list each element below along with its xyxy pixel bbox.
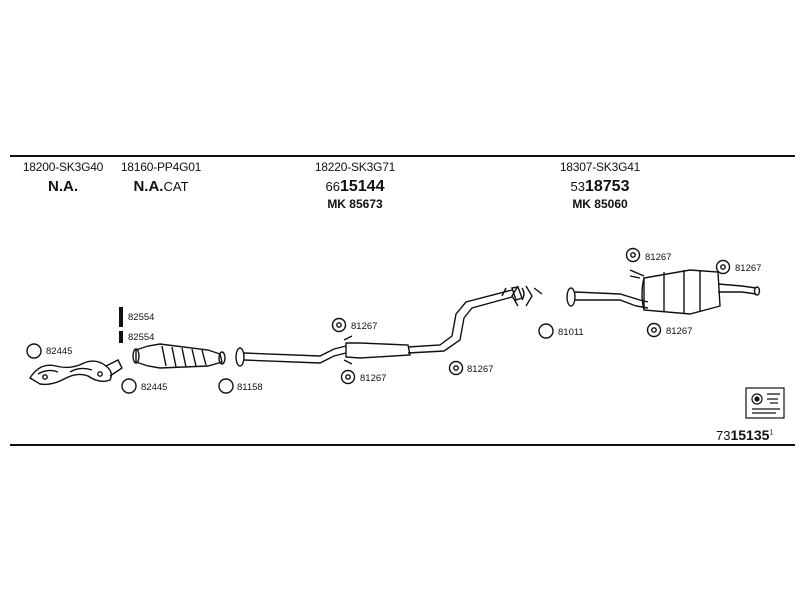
header-rear-silencer: 18307-SK3G41 5318753 MK 85060	[545, 160, 655, 211]
gasket-ring	[26, 323, 554, 394]
part-label: 81267	[666, 326, 692, 337]
part-label: 82554	[128, 312, 154, 323]
mk-number: MK 85060	[572, 197, 628, 211]
part-label: 81158	[237, 382, 263, 393]
part-number: 18200-SK3G40	[22, 160, 104, 174]
header-middle-silencer: 18220-SK3G71 6615144 MK 85673	[300, 160, 410, 211]
article-number: 5318753	[570, 178, 630, 195]
part-label: 81267	[735, 263, 761, 274]
part-label: 81267	[360, 373, 386, 384]
rubber-hanger	[331, 247, 731, 385]
part-label: 82445	[141, 382, 167, 393]
part-number: 18160-PP4G01	[120, 160, 202, 174]
top-rule	[10, 155, 795, 157]
part-label: 81267	[645, 252, 671, 263]
part-label: 82554	[128, 332, 154, 343]
header-catalyst: 18160-PP4G01 N.A.CAT	[116, 160, 206, 195]
diagram-reference: 73151351	[716, 427, 774, 443]
bottom-rule	[10, 444, 795, 446]
catalyst-part	[132, 343, 226, 369]
downpipe-part	[29, 359, 123, 386]
part-number: 18307-SK3G41	[559, 160, 641, 174]
rear-silencer-part	[566, 269, 761, 315]
fitting-kit-icon	[745, 387, 785, 419]
part-label: 81267	[467, 364, 493, 375]
part-label: 82445	[46, 346, 72, 357]
part-label: 81011	[558, 327, 584, 338]
article-number: 6615144	[325, 178, 385, 195]
bolt	[119, 307, 123, 343]
availability: N.A.	[48, 178, 78, 195]
header-downpipe: 18200-SK3G40 N.A.	[18, 160, 108, 195]
part-number: 18220-SK3G71	[314, 160, 396, 174]
part-label: 81267	[351, 321, 377, 332]
mk-number: MK 85673	[327, 197, 383, 211]
availability: N.A.CAT	[133, 178, 189, 195]
middle-silencer-part	[235, 285, 543, 367]
